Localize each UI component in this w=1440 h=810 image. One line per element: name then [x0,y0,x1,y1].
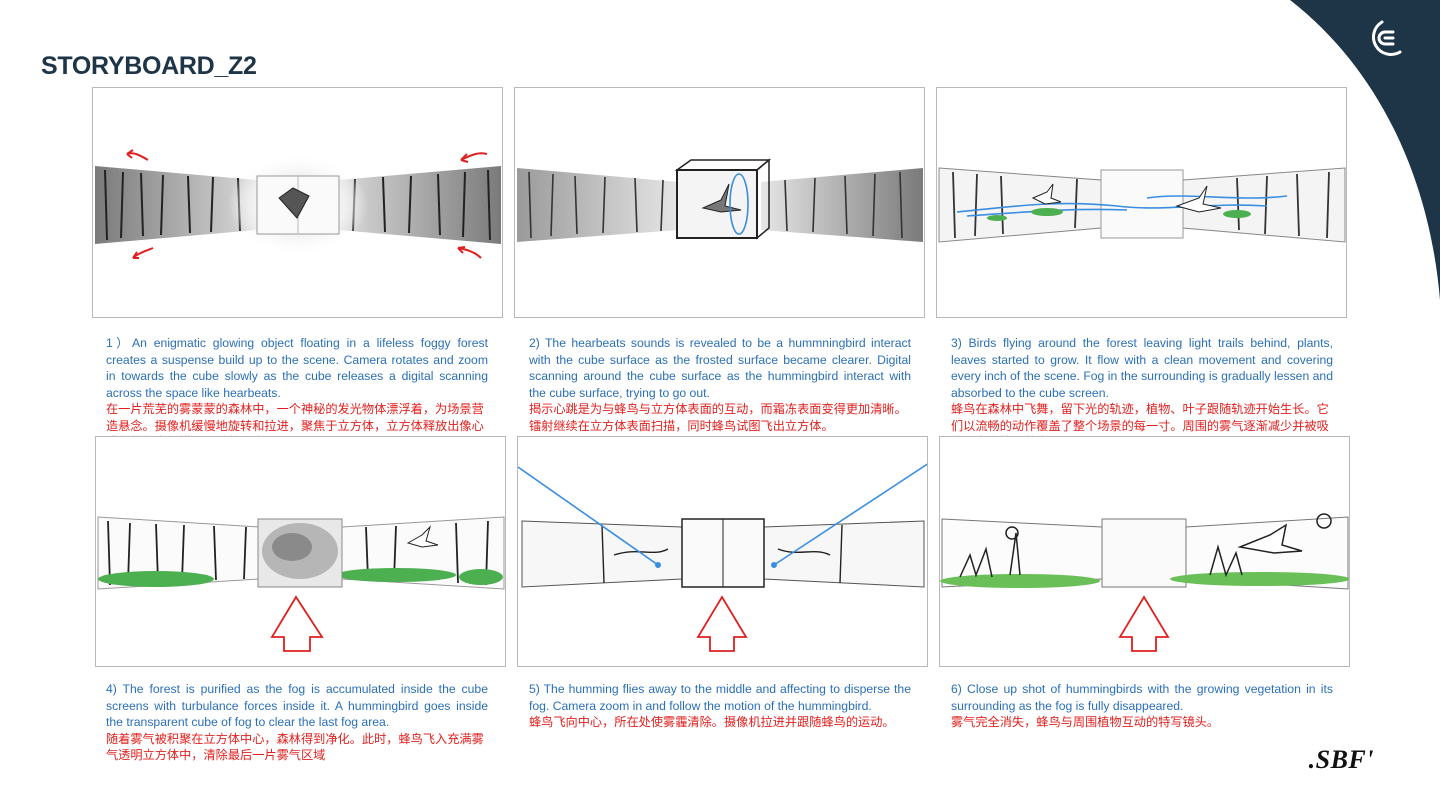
panel-2-caption: 2) The hearbeats sounds is revealed to b… [529,335,911,434]
panel-4-sketch [97,516,505,652]
panel-4-caption: 4) The forest is purified as the fog is … [106,681,488,764]
panel-6-caption: 6) Close up shot of hummingbirds with th… [951,681,1333,731]
corner-decoration [1290,0,1440,300]
panel-6-sketch [940,513,1349,652]
sbf-logo: .SBF' [1308,745,1374,774]
brand-icon [1372,20,1402,56]
panel-5-caption-en: 5) The humming flies away to the middle … [529,682,911,713]
panel-5-caption: 5) The humming flies away to the middle … [529,681,911,731]
panel-2-caption-zh: 揭示心跳是为与蜂鸟与立方体表面的互动，而霜冻表面变得更加清晰。镭射继续在立方体表… [529,402,907,433]
panel-3-caption: 3) Birds flying around the forest leavin… [951,335,1333,451]
panel-6-caption-en: 6) Close up shot of hummingbirds with th… [951,682,1333,713]
panel-6-caption-zh: 雾气完全消失，蜂鸟与周围植物互动的特写镜头。 [951,715,1220,729]
storyboard-panel-4 [95,436,506,667]
storyboard-panel-5 [517,436,928,667]
panel-1-caption-en: 1）An enigmatic glowing object floating i… [106,336,488,400]
panel-2-caption-en: 2) The hearbeats sounds is revealed to b… [529,336,911,400]
panel-4-caption-zh: 随着雾气被积聚在立方体中心，森林得到净化。此时，蜂鸟飞入充满雾气透明立方体中，清… [106,731,484,763]
storyboard-panel-6 [939,436,1350,667]
panel-3-caption-en: 3) Birds flying around the forest leavin… [951,336,1333,400]
panel-4-caption-en: 4) The forest is purified as the fog is … [106,682,488,729]
panel-2-sketch [517,158,923,242]
storyboard-panel-1 [92,87,503,318]
panel-1-sketch [95,149,501,259]
panel-3-sketch [938,167,1346,243]
storyboard-panel-2 [514,87,925,318]
page-title: STORYBOARD_Z2 [41,52,257,80]
panel-5-caption-zh: 蜂鸟飞向中心，所在处使雾霾清除。摄像机拉进并跟随蜂鸟的运动。 [529,715,895,729]
storyboard-panel-3 [936,87,1347,318]
panel-5-sketch [518,463,927,652]
panel-1-caption: 1）An enigmatic glowing object floating i… [106,335,488,451]
